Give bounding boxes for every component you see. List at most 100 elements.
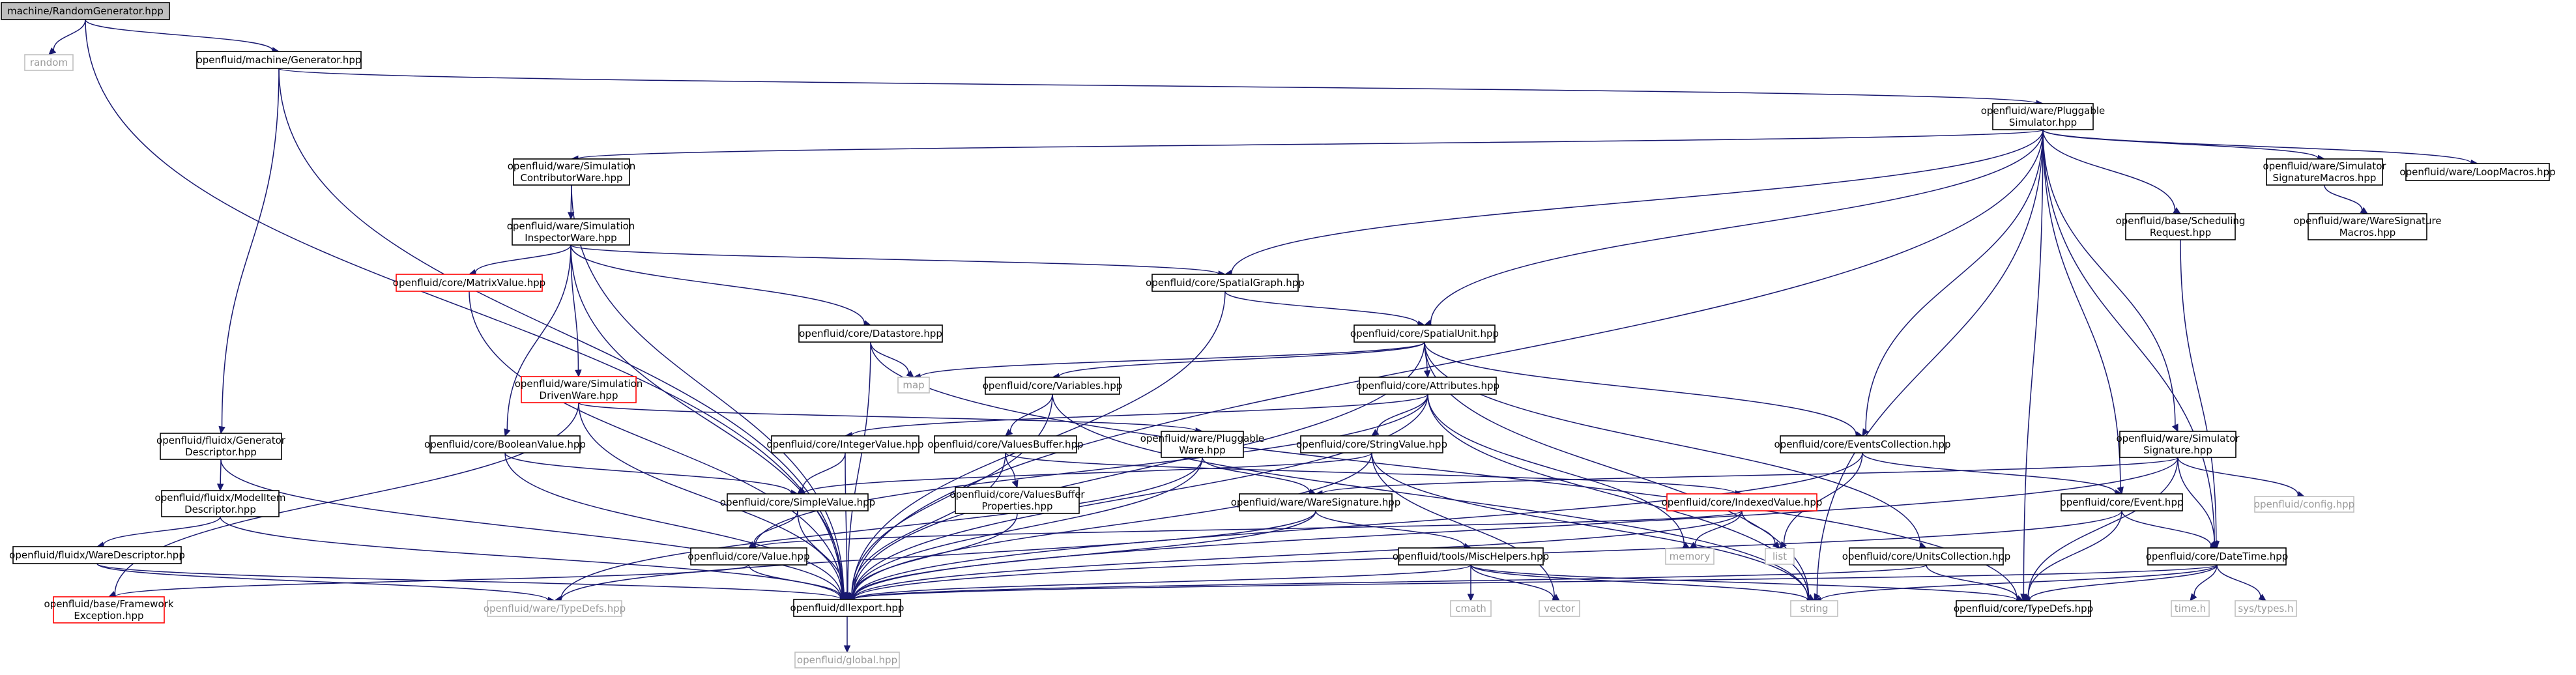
file-node[interactable]: openfluid/ware/WareSignature.hpp xyxy=(1231,493,1401,511)
node-label: openfluid/ware/Pluggable xyxy=(1140,433,1265,444)
node-box xyxy=(2147,547,2287,566)
include-edge xyxy=(1470,564,2018,601)
include-edge xyxy=(852,513,1018,597)
node-box xyxy=(934,435,1077,453)
include-edge xyxy=(870,341,910,373)
file-node[interactable]: machine/RandomGenerator.hpp xyxy=(1,2,170,20)
include-edge xyxy=(2042,129,2121,488)
arrow-head-icon xyxy=(216,483,224,492)
node-box xyxy=(1849,547,2004,566)
node-box xyxy=(196,51,362,69)
node-label: openfluid/core/Datastore.hpp xyxy=(799,328,942,339)
include-edge xyxy=(853,510,1743,599)
file-node[interactable]: openfluid/core/ValuesBufferProperties.hp… xyxy=(949,487,1085,514)
file-node[interactable]: openfluid/dllexport.hpp xyxy=(790,599,904,617)
include-edge xyxy=(578,402,843,596)
node-box xyxy=(2266,158,2383,186)
include-edge xyxy=(2042,129,2319,159)
node-label: DrivenWare.hpp xyxy=(540,390,618,401)
node-label: openfluid/ware/Pluggable xyxy=(1981,105,2106,117)
file-node[interactable]: openfluid/tools/MiscHelpers.hpp xyxy=(1393,547,1549,566)
file-node[interactable]: openfluid/core/IntegerValue.hpp xyxy=(766,435,924,453)
include-edge xyxy=(847,341,871,594)
file-node[interactable]: openfluid/core/TypeDefs.hpp xyxy=(1954,600,2093,617)
include-edge xyxy=(1058,341,1425,377)
file-node[interactable]: openfluid/core/EventsCollection.hpp xyxy=(1774,435,1951,453)
arrow-head-icon xyxy=(1467,594,1475,602)
include-edge xyxy=(1231,129,2044,274)
include-edge xyxy=(851,394,1428,436)
file-node[interactable]: openfluid/core/Variables.hpp xyxy=(983,377,1123,395)
include-edge xyxy=(853,564,2218,600)
file-node[interactable]: openfluid/fluidx/WareDescriptor.hpp xyxy=(9,546,185,564)
include-edge xyxy=(797,510,845,594)
include-edge xyxy=(1009,394,1053,432)
node-box xyxy=(1780,435,1945,453)
file-node[interactable]: openfluid/core/SpatialGraph.hpp xyxy=(1146,274,1305,292)
file-node[interactable]: openfluid/core/UnitsCollection.hpp xyxy=(1842,547,2011,566)
file-node[interactable]: openfluid/core/Value.hpp xyxy=(687,547,810,566)
include-edge xyxy=(802,452,846,490)
node-label: openfluid/core/SpatialUnit.hpp xyxy=(1350,328,1499,339)
node-box xyxy=(487,600,622,617)
node-box xyxy=(1300,435,1443,453)
file-node[interactable]: openfluid/core/IndexedValue.hpp xyxy=(1662,493,1823,511)
file-node[interactable]: openfluid/core/Event.hpp xyxy=(2061,493,2184,511)
node-label: openfluid/ware/Simulation xyxy=(508,160,636,172)
file-node[interactable]: openfluid/ware/SimulationContributorWare… xyxy=(508,158,636,186)
node-label: map xyxy=(903,379,924,391)
file-node[interactable]: openfluid/core/BooleanValue.hpp xyxy=(424,435,586,453)
file-node[interactable]: openfluid/core/SimpleValue.hpp xyxy=(720,493,875,511)
file-node[interactable]: openfluid/core/ValuesBuffer.hpp xyxy=(927,435,1084,453)
file-node[interactable]: openfluid/ware/SimulationInspectorWare.h… xyxy=(507,218,635,246)
node-label: openfluid/core/DateTime.hpp xyxy=(2146,551,2289,562)
node-label: Macros.hpp xyxy=(2339,227,2396,238)
include-edge xyxy=(803,452,1372,494)
arrow-head-icon xyxy=(2190,593,2197,601)
node-label: random xyxy=(30,57,68,68)
include-edge xyxy=(1926,564,2018,599)
node-box xyxy=(1665,548,1715,565)
node-label: ContributorWare.hpp xyxy=(520,172,622,184)
arrow-head-icon xyxy=(2117,486,2124,495)
node-box xyxy=(2119,431,2236,458)
include-edge xyxy=(221,68,280,427)
include-edge xyxy=(2027,457,2178,597)
node-label: openfluid/config.hpp xyxy=(2254,498,2354,510)
node-label: InspectorWare.hpp xyxy=(525,232,616,244)
file-node[interactable]: openfluid/core/MatrixValue.hpp xyxy=(393,274,545,292)
node-label: openfluid/machine/Generator.hpp xyxy=(197,54,362,66)
include-edge xyxy=(2177,457,2299,495)
file-node[interactable]: openfluid/ware/SimulatorSignatureMacros.… xyxy=(2263,158,2386,186)
file-node[interactable]: openfluid/ware/LoopMacros.hpp xyxy=(2399,163,2556,181)
include-edge xyxy=(2216,564,2261,597)
include-edge xyxy=(919,341,1425,377)
node-label: sys/types.h xyxy=(2238,603,2293,614)
arrow-head-icon xyxy=(1005,429,1013,437)
arrow-head-icon xyxy=(906,370,914,378)
file-node[interactable]: openfluid/core/SpatialUnit.hpp xyxy=(1350,324,1499,343)
file-node[interactable]: openfluid/machine/Generator.hpp xyxy=(196,51,362,69)
file-node[interactable]: openfluid/core/Datastore.hpp xyxy=(798,324,943,343)
node-box xyxy=(396,274,543,292)
node-box xyxy=(1539,600,1580,617)
include-edge xyxy=(2180,239,2217,542)
file-node: openfluid/ware/TypeDefs.hpp xyxy=(484,600,626,617)
file-node[interactable]: openfluid/core/DateTime.hpp xyxy=(2146,547,2289,566)
node-label: openfluid/ware/TypeDefs.hpp xyxy=(484,603,626,614)
arrow-head-icon xyxy=(1423,370,1431,379)
file-node[interactable]: openfluid/core/StringValue.hpp xyxy=(1296,435,1447,453)
include-edge xyxy=(753,510,798,545)
node-box xyxy=(1765,548,1795,565)
file-node: list xyxy=(1765,548,1795,565)
file-node[interactable]: openfluid/core/Attributes.hpp xyxy=(1356,377,1499,395)
